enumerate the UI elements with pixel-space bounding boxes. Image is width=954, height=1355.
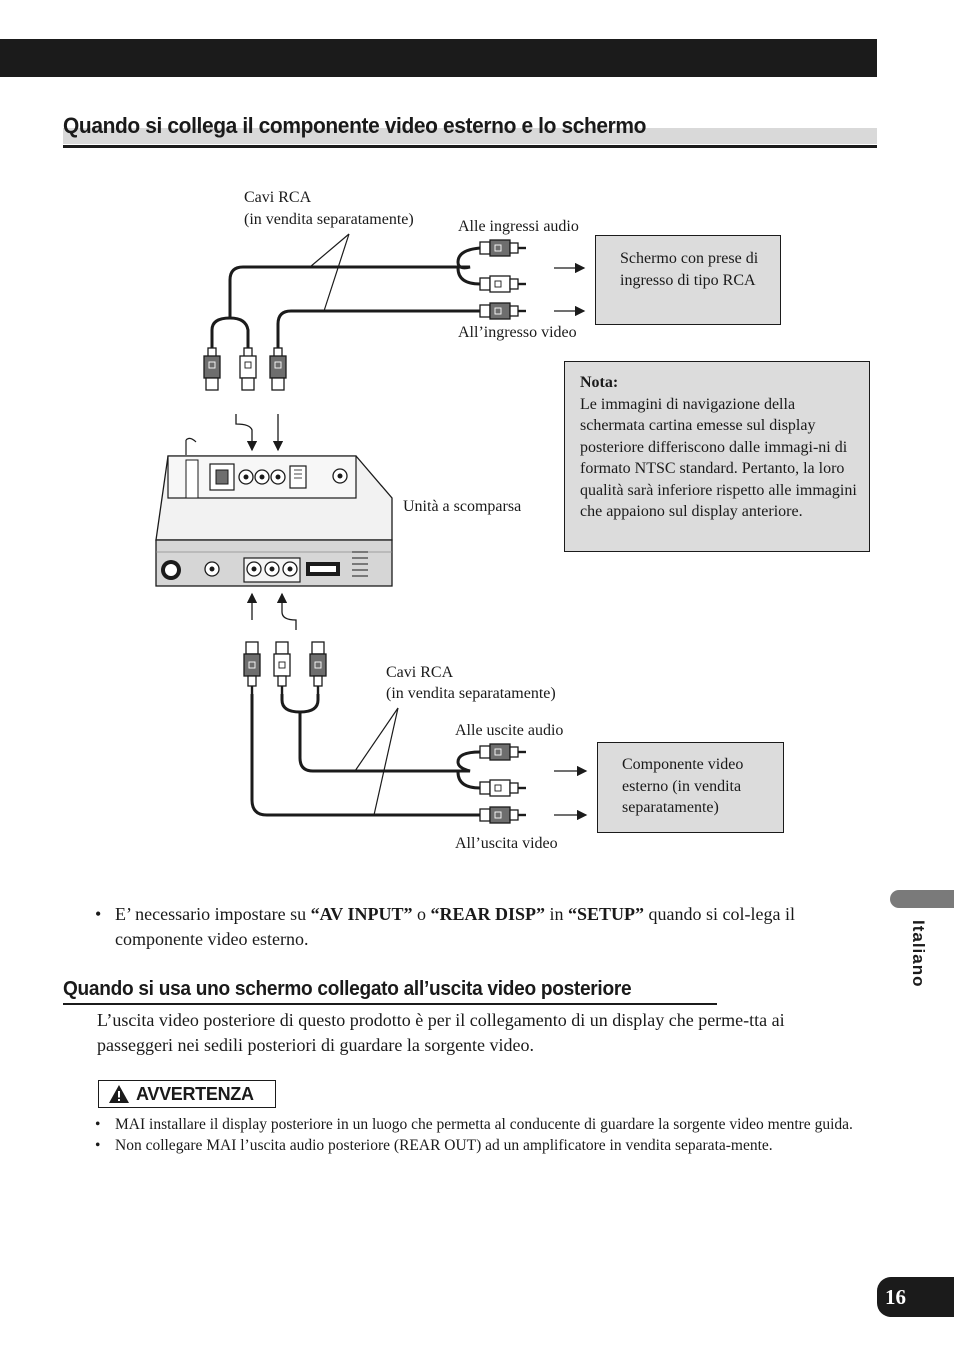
warning-title: AVVERTENZA: [136, 1083, 254, 1104]
warning-icon: [109, 1085, 129, 1103]
audio-in-label: Alle ingressi audio: [458, 218, 579, 235]
top-cable-note: (in vendita separatamente): [244, 211, 414, 228]
rca-plug-audio-1: [478, 238, 528, 258]
instruction-part3: in: [544, 904, 568, 924]
wiring-illustration: [155, 233, 588, 825]
section2-paragraph: L’uscita video posteriore di questo prod…: [97, 1010, 785, 1055]
unit-label: Unità a scomparsa: [403, 498, 522, 515]
video-in-label: All’ingresso video: [458, 324, 577, 341]
note-box: Nota: Le immagini di navigazione della s…: [564, 361, 870, 552]
rca-plug-top-right: [268, 336, 288, 392]
page-title: Quando si collega il componente video es…: [63, 113, 647, 138]
section-heading: Quando si collega il componente video es…: [63, 112, 877, 148]
rca-plug-audio-2: [478, 274, 528, 294]
header-bar: [0, 39, 877, 77]
bullet-dot: •: [95, 904, 102, 924]
instruction-part1: E’ necessario impostare su: [115, 904, 311, 924]
rca-plug-video-out: [478, 805, 528, 825]
instruction-part2: o: [412, 904, 431, 924]
rca-plug-top-mid: [238, 336, 258, 392]
rear-disp-setting: “REAR DISP”: [430, 904, 545, 924]
section2-title: Quando si usa uno schermo collegato all’…: [63, 977, 632, 1000]
rca-plug-bottom-right: [308, 640, 328, 696]
bottom-cable-label: Cavi RCA: [386, 664, 454, 681]
bullet-dot: •: [95, 1116, 101, 1133]
language-label: Italiano: [909, 920, 928, 988]
video-out-label: All’uscita video: [455, 835, 558, 852]
av-input-setting: “AV INPUT”: [310, 904, 413, 924]
page-number: 16: [877, 1277, 954, 1317]
heading-rule: [63, 145, 877, 148]
rca-plug-video: [478, 301, 528, 321]
bottom-cable-note: (in vendita separatamente): [386, 685, 556, 702]
connection-diagram: Cavi RCA (in vendita separatamente) Alle…: [155, 189, 870, 852]
rca-plug-top-left: [202, 336, 222, 392]
rca-plug-bottom-left: [242, 640, 262, 696]
hideaway-unit: [155, 437, 393, 587]
top-cable-label: Cavi RCA: [244, 189, 312, 206]
setup-menu: “SETUP”: [568, 904, 645, 924]
component-box: Componente video esterno (in vendita sep…: [597, 742, 784, 833]
warning-item-text: Non collegare MAI l’uscita audio posteri…: [115, 1136, 773, 1154]
audio-out-label: Alle uscite audio: [455, 722, 564, 739]
language-tab: [890, 890, 954, 908]
heading-band: [63, 128, 877, 144]
bullet-dot: •: [95, 1136, 101, 1154]
screen-box: Schermo con prese di ingresso di tipo RC…: [595, 235, 781, 325]
warning-header: AVVERTENZA: [98, 1080, 276, 1108]
rca-plug-audio-out-1: [478, 742, 528, 762]
instruction-text: E’ necessario impostare su “AV INPUT” o …: [115, 902, 855, 952]
warning-item: • Non collegare MAI l’uscita audio poster…: [95, 1136, 855, 1157]
warning-list: • MAI installare il display posteriore in…: [95, 1115, 855, 1156]
setup-instruction: • E’ necessario impostare su “AV INPUT” …: [95, 902, 855, 952]
rca-plug-audio-out-2: [478, 778, 528, 798]
note-title: Nota:: [580, 374, 619, 391]
rca-plug-bottom-mid: [272, 640, 292, 696]
section2-heading: Quando si usa uno schermo collegato all’…: [63, 976, 717, 1005]
section2-rule: [63, 1003, 717, 1005]
note-text: Le immagini di navigazione della scherma…: [580, 395, 857, 521]
instruction-part4: quando si col-lega il componente video e…: [115, 904, 795, 949]
warning-item: • MAI installare il display posteriore in…: [95, 1115, 855, 1136]
warning-item-text: MAI installare il display posteriore in …: [115, 1116, 853, 1133]
